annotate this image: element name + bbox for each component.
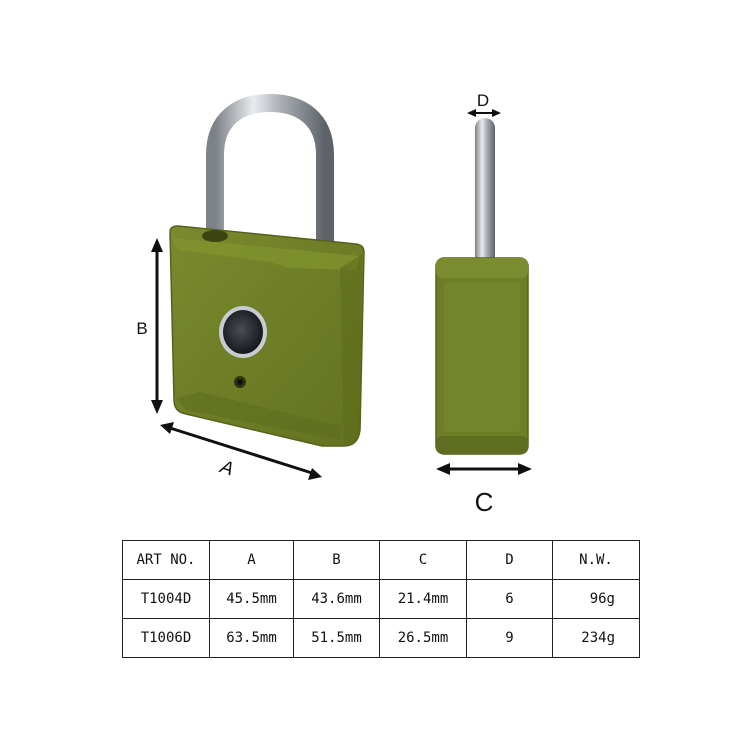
cell-d: 9 xyxy=(466,618,553,658)
dimension-arrow-d xyxy=(467,109,501,117)
dimension-arrow-a xyxy=(160,422,322,480)
cell-a: 45.5mm xyxy=(209,579,294,619)
table-header-row: ART NO. A B C D N.W. xyxy=(122,540,640,580)
header-c: C xyxy=(379,540,467,580)
padlock-illustration: B A C D xyxy=(136,91,532,517)
dimension-label-d: D xyxy=(477,91,489,110)
cell-c: 26.5mm xyxy=(379,618,467,658)
padlock-front-view xyxy=(169,93,365,447)
dimension-label-b: B xyxy=(136,319,147,338)
cell-b: 43.6mm xyxy=(293,579,380,619)
header-art-no: ART NO. xyxy=(122,540,210,580)
cell-a: 63.5mm xyxy=(209,618,294,658)
cell-net-weight: 96g xyxy=(552,579,640,619)
shackle-front xyxy=(206,93,334,267)
specification-table: ART NO. A B C D N.W. T1004D 45.5mm 43.6m… xyxy=(122,540,640,658)
dimension-label-c: C xyxy=(475,487,494,517)
dimension-arrow-c xyxy=(436,463,532,475)
cell-art-no: T1006D xyxy=(122,618,210,658)
padlock-side-view xyxy=(435,118,529,455)
cell-net-weight: 234g xyxy=(552,618,640,658)
table-row: T1004D 45.5mm 43.6mm 21.4mm 6 96g xyxy=(122,579,640,619)
shackle-side xyxy=(475,118,495,268)
cell-b: 51.5mm xyxy=(293,618,380,658)
header-d: D xyxy=(466,540,553,580)
header-b: B xyxy=(293,540,380,580)
table-row: T1006D 63.5mm 51.5mm 26.5mm 9 234g xyxy=(122,618,640,658)
header-a: A xyxy=(209,540,294,580)
dimension-label-a: A xyxy=(217,456,237,480)
cell-d: 6 xyxy=(466,579,553,619)
cell-art-no: T1004D xyxy=(122,579,210,619)
dimension-arrow-b xyxy=(151,238,163,414)
header-net-weight: N.W. xyxy=(552,540,640,580)
cell-c: 21.4mm xyxy=(379,579,467,619)
